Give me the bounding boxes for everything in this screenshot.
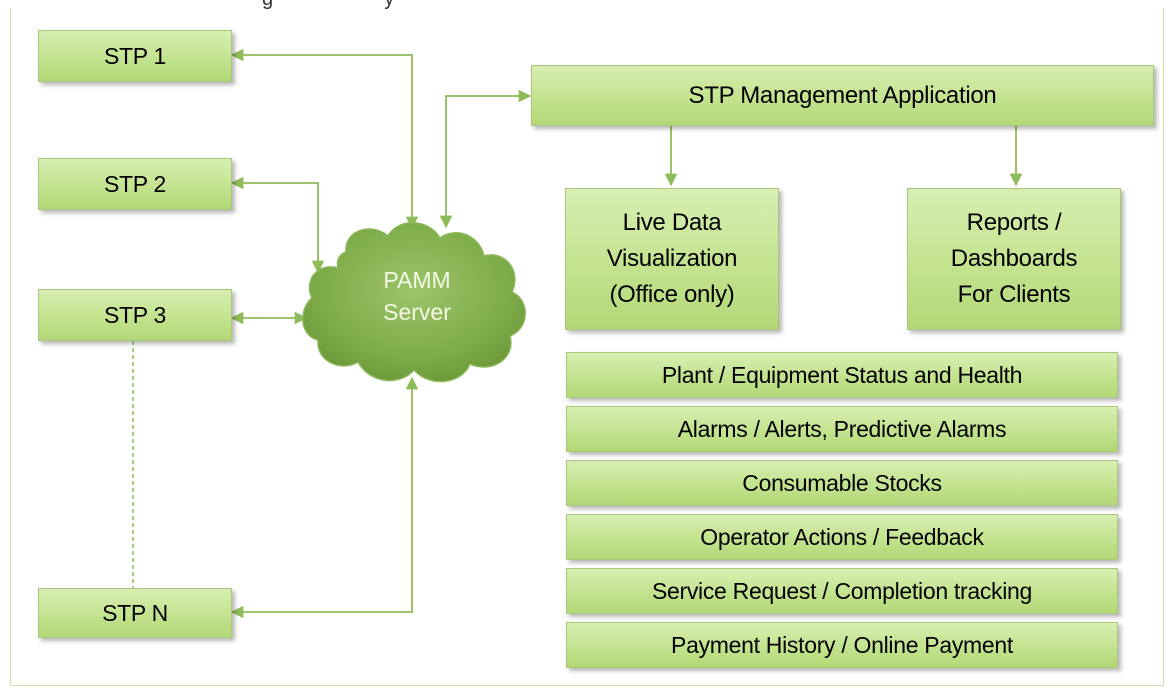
live-data-visualization-box: Live Data Visualization (Office only) <box>565 188 779 330</box>
feature-plant-equipment-status: Plant / Equipment Status and Health <box>566 352 1118 398</box>
connector-stp1-server <box>230 48 419 230</box>
reports-dashboards-box: Reports / Dashboards For Clients <box>907 188 1121 330</box>
stp-2-box: STP 2 <box>38 158 232 210</box>
feature-service-request: Service Request / Completion tracking <box>566 568 1118 614</box>
stp-3-box: STP 3 <box>38 289 232 341</box>
diagram-frame <box>10 8 1164 686</box>
top-caption-fragment: g y <box>262 0 394 11</box>
pamm-server-cloud <box>302 222 526 383</box>
feature-consumable-stocks: Consumable Stocks <box>566 460 1118 506</box>
connector-stpn-server <box>230 376 419 619</box>
feature-payment-history: Payment History / Online Payment <box>566 622 1118 668</box>
stp-1-box: STP 1 <box>38 30 232 82</box>
pamm-server-label: PAMM Server <box>383 267 451 325</box>
connector-server-application <box>439 89 532 229</box>
feature-alarms-alerts: Alarms / Alerts, Predictive Alarms <box>566 406 1118 452</box>
stp-management-application-box: STP Management Application <box>531 65 1154 126</box>
feature-operator-actions: Operator Actions / Feedback <box>566 514 1118 560</box>
connector-stp2-server <box>230 176 325 274</box>
stp-n-box: STP N <box>38 588 232 638</box>
